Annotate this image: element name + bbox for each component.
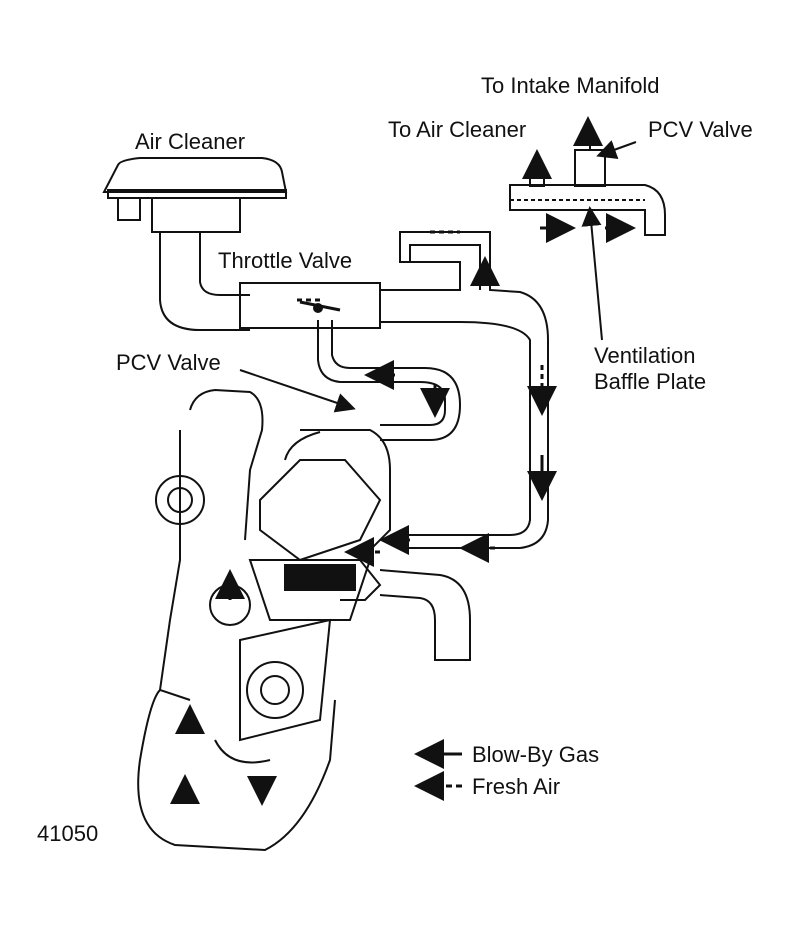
pcv-valve-top-label: PCV Valve — [648, 117, 753, 142]
air-cleaner-housing — [102, 157, 288, 331]
legend-arrows — [414, 739, 462, 801]
engine-block — [137, 388, 471, 852]
legend-blow-by-gas: Blow-By Gas — [472, 742, 600, 767]
pcv-valve-left-label: PCV Valve — [116, 350, 221, 375]
pcv-hose — [317, 320, 462, 441]
legend-fresh-air: Fresh Air — [472, 774, 561, 799]
baffle-plate-inset — [509, 122, 666, 236]
ventilation-label: Ventilation — [594, 343, 696, 368]
to-intake-manifold-label: To Intake Manifold — [481, 73, 660, 98]
air-cleaner-label: Air Cleaner — [135, 129, 246, 154]
flow-arrows — [170, 116, 636, 806]
throttle-body — [239, 231, 549, 549]
leader-lines — [239, 140, 637, 413]
to-air-cleaner-label: To Air Cleaner — [388, 117, 527, 142]
baffle-plate-label: Baffle Plate — [594, 369, 707, 394]
figure-number: 41050 — [37, 821, 99, 846]
throttle-valve-label: Throttle Valve — [218, 248, 353, 273]
